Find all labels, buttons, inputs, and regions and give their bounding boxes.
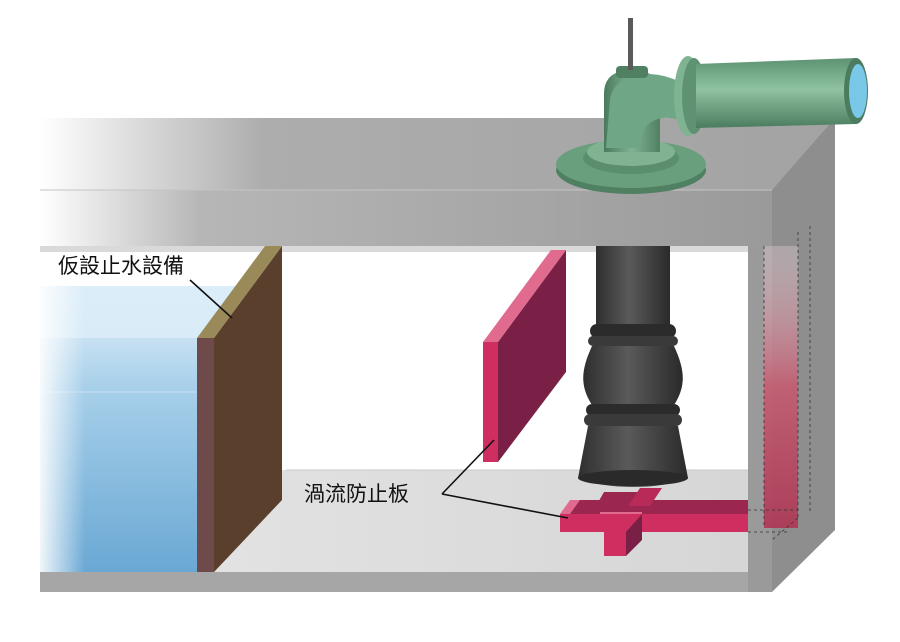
vortex-plate-floor-cross [560,488,748,556]
temporary-water-stop-label: 仮設止水設備 [58,254,184,278]
chamber-top-face [40,118,835,190]
vertical-drain-pipe [764,246,798,528]
vortex-plate-upper-front [483,342,498,462]
pump-head [556,18,706,194]
callout-leader-lines [189,279,569,519]
vertical-pump-icon [578,246,688,487]
pipe-hidden-lines [748,226,811,541]
vortex-prevention-plate-label: 渦流防止板 [304,482,409,506]
vortex-plate-upper-side [498,250,566,462]
water-stop-panel-face [214,246,282,572]
water-stop-panel-top [197,246,282,338]
water-stop-panel-edge [197,338,214,572]
chamber-bottom-slab [40,572,772,592]
chamber-top-slab [40,190,772,246]
discharge-pipe-icon [674,56,868,136]
vortex-plate-upper-top [483,250,566,342]
